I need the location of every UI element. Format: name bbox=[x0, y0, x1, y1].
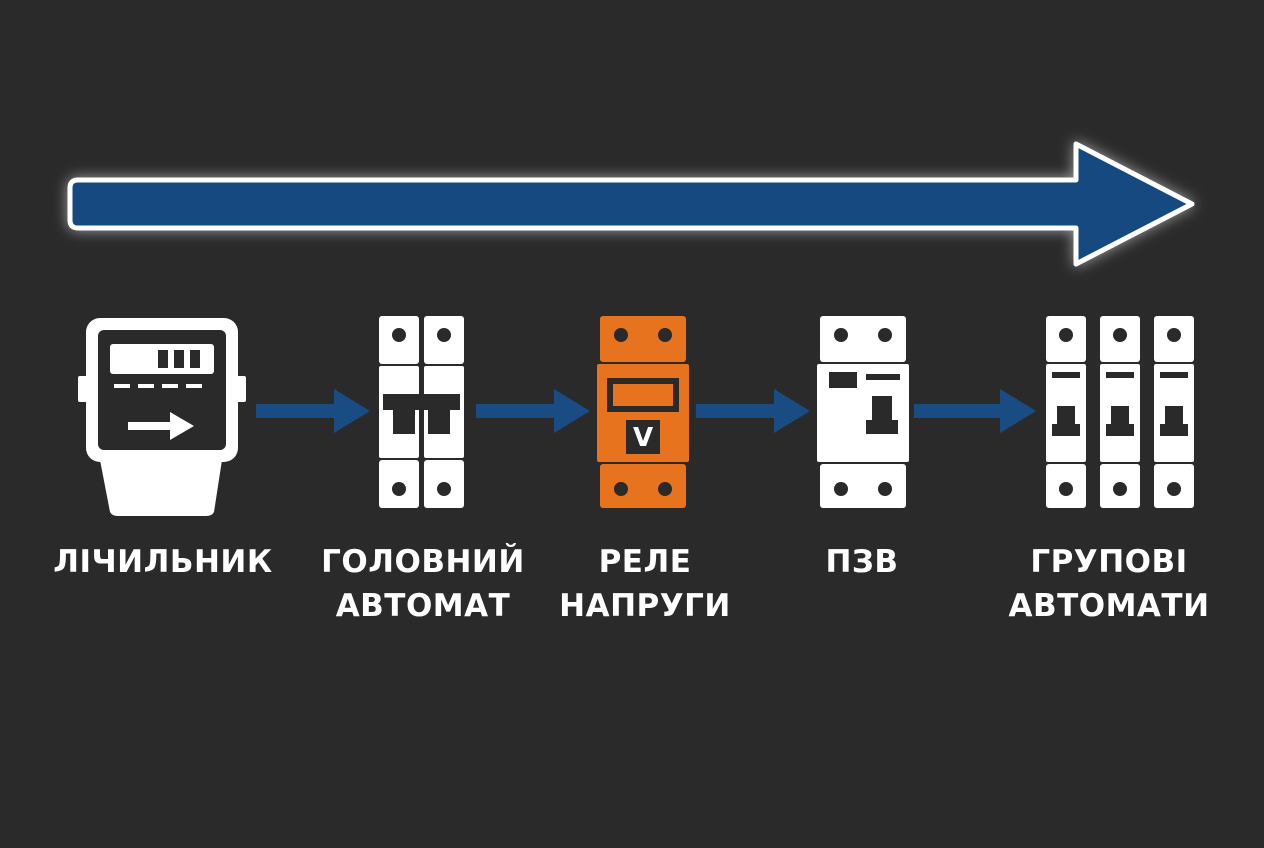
label-line: ГОЛОВНИЙ bbox=[321, 544, 525, 580]
rcd-icon bbox=[817, 316, 909, 508]
label-line: АВТОМАТИ bbox=[1008, 588, 1210, 624]
right-arrow-icon bbox=[476, 389, 590, 433]
double-pole-breaker-icon bbox=[379, 316, 464, 508]
label-group-breakers: ГРУПОВІ АВТОМАТИ bbox=[989, 540, 1229, 628]
right-arrow-icon bbox=[696, 389, 810, 433]
long-right-arrow-icon bbox=[67, 141, 1195, 267]
label-line: ПЗВ bbox=[825, 544, 899, 580]
label-line: РЕЛЕ bbox=[598, 544, 692, 580]
voltage-symbol: V bbox=[633, 423, 653, 453]
label-line: НАПРУГИ bbox=[559, 588, 731, 624]
connector-arrows bbox=[256, 389, 1036, 433]
label-line: АВТОМАТ bbox=[335, 588, 511, 624]
label-line: ЛІЧИЛЬНИК bbox=[53, 544, 273, 580]
label-voltage-relay: РЕЛЕ НАПРУГИ bbox=[525, 540, 765, 628]
voltage-relay-icon bbox=[597, 316, 689, 508]
label-meter: ЛІЧИЛЬНИК bbox=[43, 540, 283, 584]
right-arrow-icon bbox=[914, 389, 1036, 433]
group-breakers-icon bbox=[1046, 316, 1194, 508]
label-line: ГРУПОВІ bbox=[1030, 544, 1188, 580]
electricity-meter-icon bbox=[78, 318, 246, 516]
label-rcd: ПЗВ bbox=[742, 540, 982, 584]
label-main-breaker: ГОЛОВНИЙ АВТОМАТ bbox=[303, 540, 543, 628]
right-arrow-icon bbox=[256, 389, 370, 433]
